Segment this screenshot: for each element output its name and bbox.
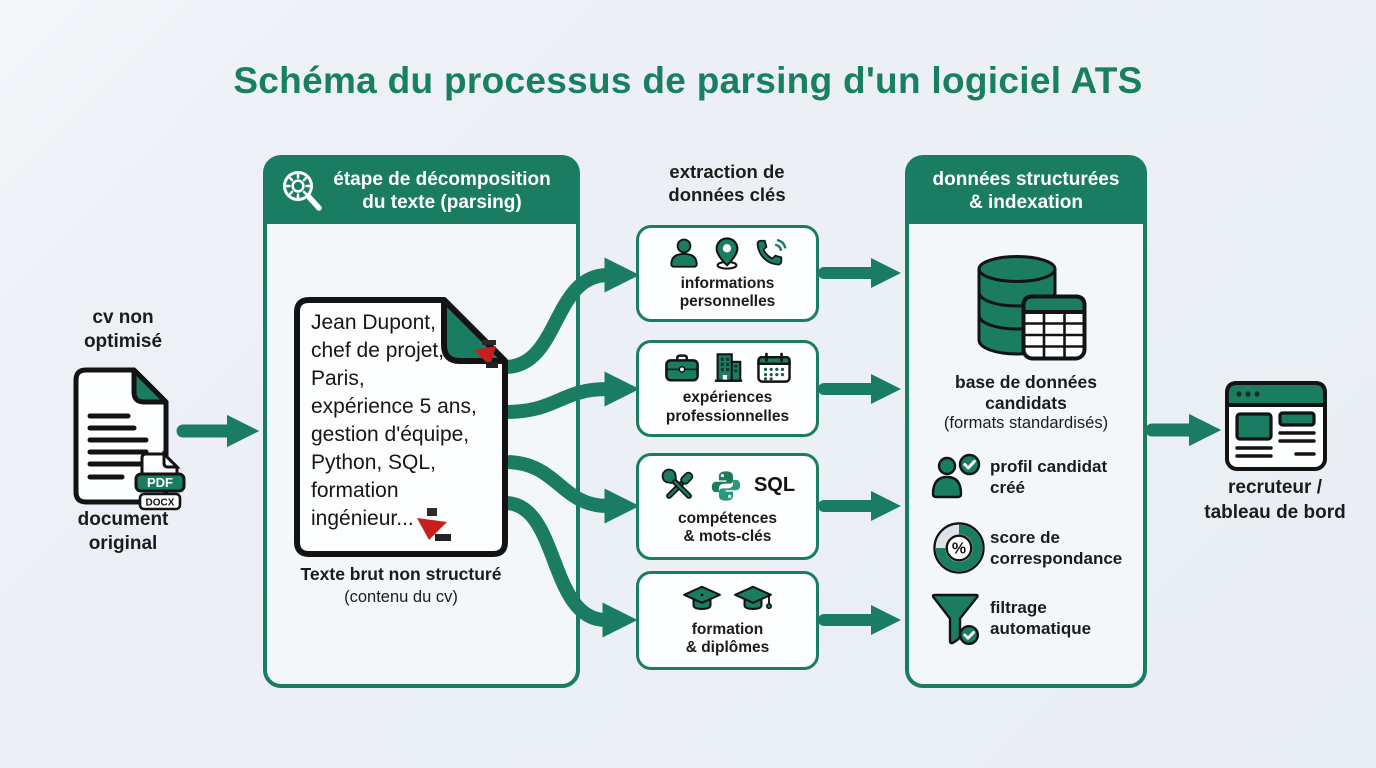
- extraction-box-label: expériences professionnelles: [665, 389, 790, 425]
- graduation-cap-tassel-icon: [734, 585, 773, 610]
- data-table-icon: [1021, 294, 1087, 361]
- filter-label: filtrage automatique: [990, 598, 1092, 639]
- database-label: base de données candidats: [955, 372, 1097, 413]
- location-pin-icon: [715, 237, 738, 270]
- percent-symbol: %: [952, 541, 966, 558]
- arrow-doc-to-personal: [498, 257, 640, 374]
- extraction-box-education: formation & diplômes: [636, 571, 819, 670]
- extraction-box-experience: expériences professionnelles: [636, 340, 819, 437]
- python-icon: [711, 471, 741, 501]
- extraction-box-personal: informations personnelles: [636, 225, 819, 322]
- extraction-box-label: informations personnelles: [679, 274, 776, 310]
- page-title: Schéma du processus de parsing d'un logi…: [233, 60, 1143, 101]
- file-format-badge: PDF DOCX: [134, 450, 186, 511]
- dashboard-label: recruteur / tableau de bord: [1204, 477, 1346, 523]
- arrow-doc-to-skills: [498, 455, 640, 524]
- docx-badge-label: DOCX: [146, 498, 175, 509]
- match-score-icon: %: [933, 522, 985, 574]
- extraction-heading: extraction de données clés: [668, 161, 786, 205]
- glitch-artifact-icon: [417, 508, 451, 541]
- profile-created-label: profil candidat créé: [990, 457, 1108, 498]
- arrow-doc-to-experience: [498, 371, 640, 419]
- extraction-box-label: formation & diplômes: [685, 620, 770, 656]
- document-original-label: document original: [77, 509, 169, 555]
- sql-text: SQL: [753, 474, 796, 497]
- magnifier-gear-icon: [283, 171, 322, 211]
- phone-icon: [756, 238, 786, 266]
- raw-text-content: Jean Dupont, chef de projet, Paris, expé…: [311, 311, 477, 530]
- original-document-icon: PDF DOCX: [73, 367, 186, 511]
- parsing-header-label: étape de décomposition du texte (parsing…: [333, 168, 551, 213]
- glitch-artifact-icon: [474, 340, 498, 368]
- filter-icon: [931, 593, 980, 646]
- calendar-icon: [756, 352, 791, 383]
- structured-header-label: données structurées & indexation: [932, 168, 1120, 213]
- arrow-doc-to-education: [498, 496, 638, 638]
- raw-text-document: [294, 297, 508, 557]
- extraction-box-label: compétences & mots-clés: [677, 509, 778, 545]
- parsing-panel-header: étape de décomposition du texte (parsing…: [266, 158, 577, 224]
- graduation-cap-icon: [683, 585, 721, 610]
- raw-text-caption: Texte brut non structuré: [300, 564, 502, 584]
- dashboard-window-icon: [1225, 381, 1327, 471]
- profile-created-icon: [931, 453, 981, 499]
- pdf-badge-label: PDF: [147, 475, 173, 490]
- briefcase-icon: [664, 354, 699, 382]
- structured-panel-header: données structurées & indexation: [908, 158, 1144, 224]
- person-icon: [669, 238, 698, 268]
- match-score-label: score de correspondance: [990, 528, 1123, 569]
- raw-text-caption-sub: (contenu du cv): [344, 588, 458, 606]
- building-icon: [714, 353, 742, 383]
- cv-label: cv non optimisé: [83, 307, 163, 353]
- tools-icon: [661, 468, 694, 499]
- candidate-database-icon: [977, 255, 1087, 361]
- extraction-box-skills: SQL compétences & mots-clés: [636, 453, 819, 560]
- database-sub-label: (formats standardisés): [943, 414, 1109, 432]
